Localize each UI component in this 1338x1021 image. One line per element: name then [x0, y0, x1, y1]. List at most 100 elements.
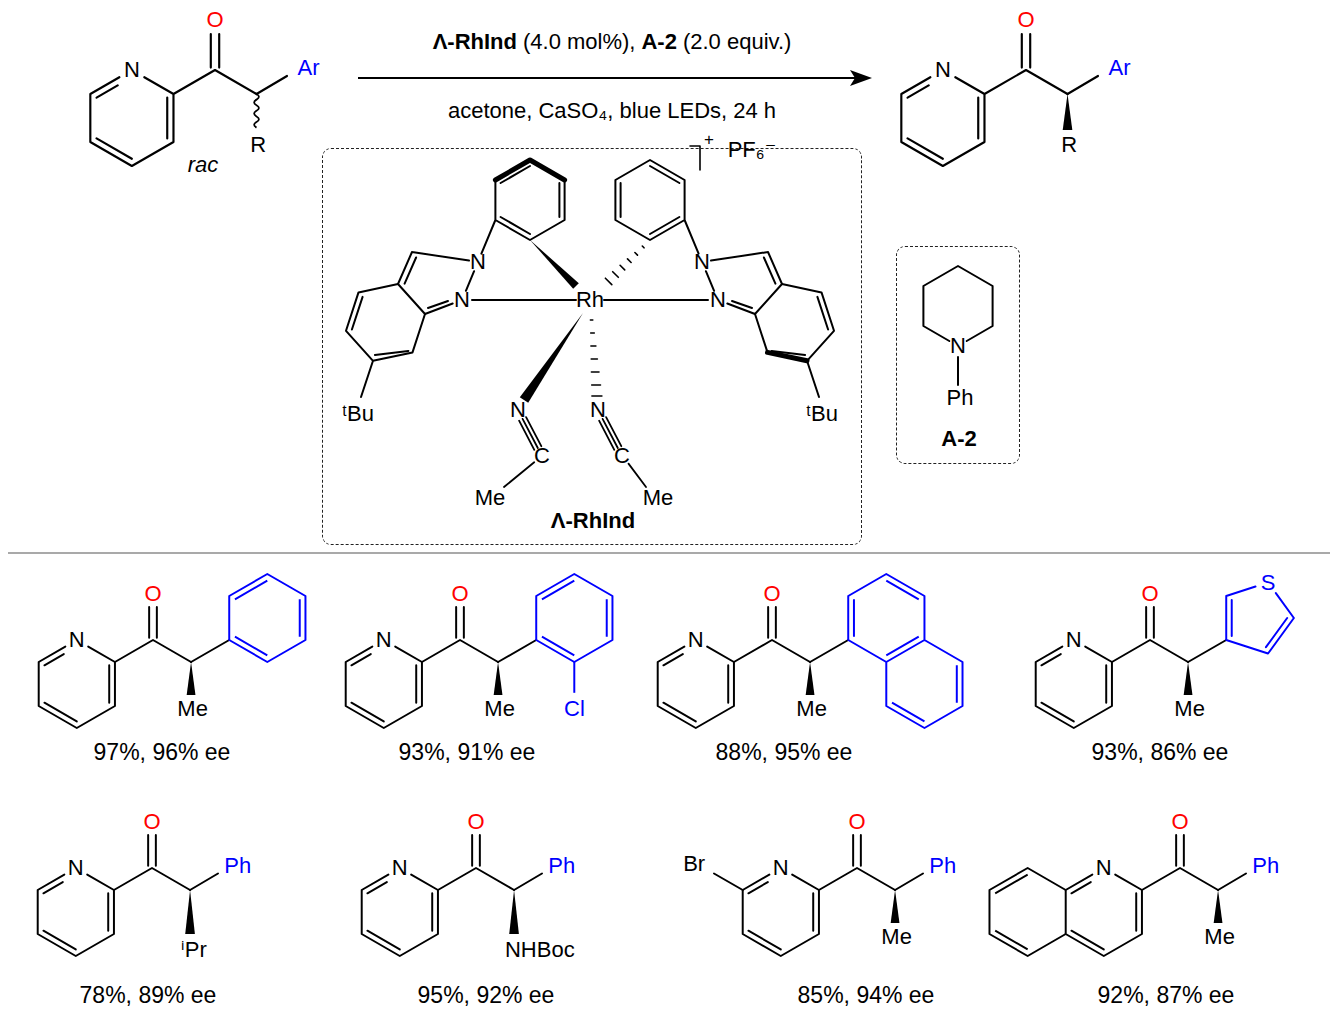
atom-label: N [950, 334, 966, 357]
catalyst-box: Λ-RhInd [322, 148, 862, 545]
structure-part [1066, 835, 1218, 956]
atom-label: N [69, 628, 85, 651]
loading-text: (2.0 equiv.) [683, 30, 791, 53]
atom-label: O [1171, 810, 1188, 833]
additive-name: A-2 [641, 30, 676, 53]
product-structure [1036, 587, 1294, 728]
atom-label: C [534, 444, 550, 467]
atom-label: O [1141, 582, 1158, 605]
atom-label: O [467, 810, 484, 833]
yield-label: 85%, 94% ee [798, 983, 935, 1007]
atom-label: O [1017, 8, 1034, 31]
atom-label: Ph [929, 854, 956, 877]
atom-label: ᵗBu [806, 402, 838, 425]
structure-part [891, 890, 900, 923]
structure-part [39, 607, 191, 728]
reagent-line: Λ-RhInd(4.0 mol%),A-2(2.0 equiv.) [433, 30, 792, 53]
atom-label: N [935, 58, 951, 81]
atom-label: Me [475, 486, 506, 509]
structure-part [190, 874, 218, 891]
atom-label: Cl [564, 697, 585, 720]
structure-part [690, 146, 700, 170]
structure-part [346, 284, 425, 397]
box-title: Λ-RhInd [551, 509, 635, 532]
structure-part [254, 94, 259, 128]
structure-part [1063, 94, 1073, 130]
structure-part [358, 77, 858, 79]
atom-label: Me [881, 925, 912, 948]
atom-label: ⁱPr [181, 938, 207, 961]
atom-label: N [694, 250, 710, 273]
structure-part [191, 640, 229, 662]
structure-part [848, 574, 962, 728]
structure-part [346, 607, 498, 728]
atom-label: Rh [576, 288, 604, 311]
atom-label: O [144, 582, 161, 605]
structure-part [398, 252, 474, 314]
atom-label: N [773, 856, 789, 879]
yield-label: 88%, 95% ee [716, 740, 853, 764]
structure-part [1226, 587, 1294, 654]
atom-label: Ph [1252, 854, 1279, 877]
catalyst-structure [346, 146, 834, 487]
atom-label: Ph [947, 386, 974, 409]
atom-label: O [143, 810, 160, 833]
structure-part [573, 662, 575, 693]
atom-label: N [392, 856, 408, 879]
atom-label: Ph [548, 854, 575, 877]
structure-part [1226, 587, 1294, 654]
loading-text: (4.0 mol%), [523, 30, 635, 53]
atom-label: ᵗBu [342, 402, 374, 425]
reaction-arrow [358, 70, 872, 86]
product-structure [989, 835, 1246, 956]
structure-part [38, 835, 190, 956]
piperidine-structure [923, 266, 992, 385]
structure-part [520, 313, 583, 403]
structure-part [605, 246, 644, 285]
atom-label: Ar [298, 56, 320, 79]
structure-part [187, 662, 196, 695]
structure-part [848, 574, 962, 728]
atom-label: Me [643, 486, 674, 509]
charge-label: + [704, 131, 714, 149]
atom-label: O [451, 582, 468, 605]
structure-part [1218, 874, 1246, 891]
divider-line [8, 552, 1330, 553]
structure-part [895, 874, 923, 891]
structure-part [1184, 662, 1193, 695]
structure-part [615, 160, 698, 254]
atom-label: C [614, 444, 630, 467]
structure-part [850, 70, 872, 86]
atom-label: Ph [224, 854, 251, 877]
yield-label: 97%, 96% ee [94, 740, 231, 764]
product-structure [346, 574, 613, 728]
atom-label: N [1066, 628, 1082, 651]
yield-label: 95%, 92% ee [418, 983, 555, 1007]
structure-part [530, 240, 579, 289]
atom-label: N [710, 288, 726, 311]
atom-label: N [124, 58, 140, 81]
structure-part [755, 284, 834, 397]
structure-part [90, 34, 256, 166]
atom-label: O [763, 582, 780, 605]
structure-part [536, 574, 612, 662]
atom-label: S [1261, 571, 1276, 594]
atom-label: R [1061, 133, 1077, 156]
atom-label: Br [683, 852, 705, 875]
structure-part [901, 34, 1067, 166]
structure-part [495, 160, 564, 180]
structure-part [706, 252, 782, 314]
reactant-structure [90, 34, 287, 166]
structure-part [1188, 640, 1226, 662]
condition-text: acetone, CaSO₄, blue LEDs, 24 h [448, 99, 776, 122]
counter-ion: PF₆⁻ [728, 138, 777, 161]
atom-label: N [510, 398, 526, 421]
atom-label: R [250, 133, 266, 156]
structure-part [362, 835, 514, 956]
structure-part [229, 574, 305, 662]
product-structure [714, 835, 923, 956]
atom-label: N [470, 250, 486, 273]
structure-part [806, 662, 815, 695]
structure-part [514, 874, 542, 891]
product-structure [39, 574, 306, 728]
